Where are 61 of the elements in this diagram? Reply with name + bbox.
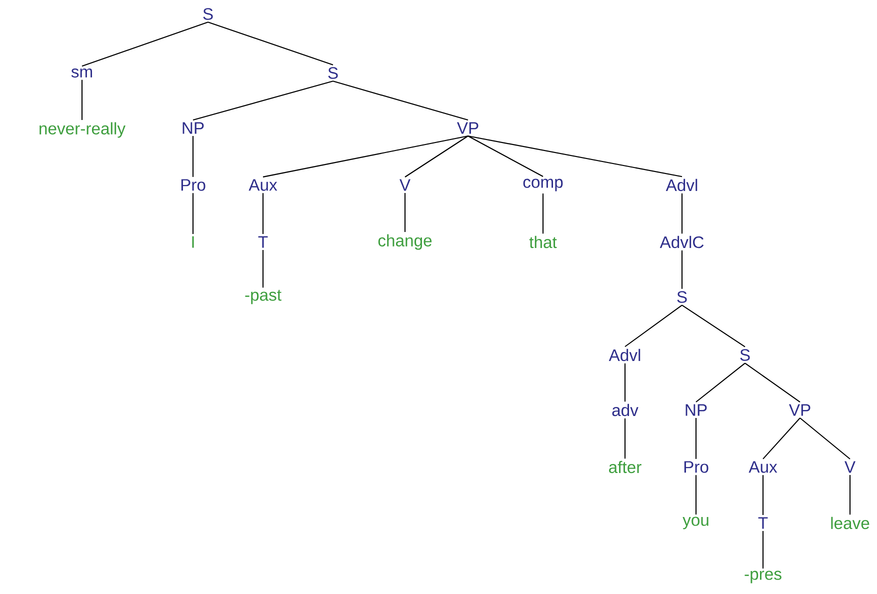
category-label: Advl bbox=[608, 348, 640, 362]
category-label: VP bbox=[456, 122, 478, 134]
category-label: S bbox=[328, 67, 338, 79]
tree-branch bbox=[192, 136, 194, 177]
tree-branch bbox=[404, 193, 406, 232]
tree-branch bbox=[208, 22, 334, 66]
tree-branch bbox=[800, 418, 850, 460]
word-label: -past bbox=[245, 290, 282, 304]
tree-branch bbox=[696, 362, 746, 402]
tree-branch bbox=[468, 135, 682, 178]
tree-branch bbox=[624, 363, 626, 402]
category-label: NP bbox=[182, 122, 204, 134]
category-label: Advl bbox=[666, 178, 698, 192]
tree-branch bbox=[624, 304, 682, 348]
category-label: adv bbox=[612, 404, 638, 416]
category-label: T bbox=[258, 236, 268, 248]
tree-branch bbox=[332, 80, 468, 121]
category-label: AdvlC bbox=[660, 236, 704, 248]
word-label: never-really bbox=[40, 122, 126, 138]
category-label: Aux bbox=[748, 461, 778, 473]
tree-branch bbox=[681, 250, 683, 289]
tree-branch bbox=[695, 418, 697, 459]
word-label: change bbox=[378, 234, 432, 250]
tree-branch bbox=[762, 531, 764, 569]
category-label: S bbox=[677, 291, 687, 303]
category-label: comp bbox=[523, 178, 563, 192]
tree-branch bbox=[542, 193, 544, 234]
tree-branch bbox=[262, 250, 264, 288]
tree-branch bbox=[81, 80, 83, 120]
tree-branch bbox=[262, 193, 264, 234]
tree-branch bbox=[849, 475, 851, 515]
tree-branch bbox=[682, 304, 746, 348]
word-label: -pres bbox=[744, 570, 782, 584]
tree-branch bbox=[262, 135, 468, 178]
tree-branch bbox=[404, 136, 468, 178]
tree-branch bbox=[762, 418, 800, 460]
tree-branch bbox=[695, 475, 697, 515]
category-label: V bbox=[400, 179, 410, 191]
word-label: you bbox=[682, 516, 708, 530]
tree-branch bbox=[468, 136, 544, 177]
category-label: sm bbox=[71, 68, 92, 78]
word-label: that bbox=[529, 236, 557, 248]
category-label: NP bbox=[686, 404, 707, 416]
category-label: V bbox=[844, 461, 856, 473]
tree-branch bbox=[681, 193, 683, 234]
word-label: I bbox=[192, 236, 194, 248]
category-label: T bbox=[758, 517, 768, 529]
word-label: after bbox=[609, 460, 642, 474]
category-label: Pro bbox=[684, 461, 708, 473]
tree-branch bbox=[82, 22, 208, 67]
word-label: leave bbox=[831, 516, 870, 530]
category-label: VP bbox=[788, 404, 810, 416]
category-label: S bbox=[203, 8, 213, 20]
tree-branch bbox=[192, 80, 334, 121]
tree-branch bbox=[744, 362, 800, 402]
category-label: Aux bbox=[248, 179, 278, 191]
category-label: Pro bbox=[181, 179, 206, 191]
tree-branch bbox=[762, 475, 764, 515]
tree-branch bbox=[624, 418, 626, 459]
tree-branch bbox=[192, 193, 194, 234]
category-label: S bbox=[740, 349, 750, 361]
